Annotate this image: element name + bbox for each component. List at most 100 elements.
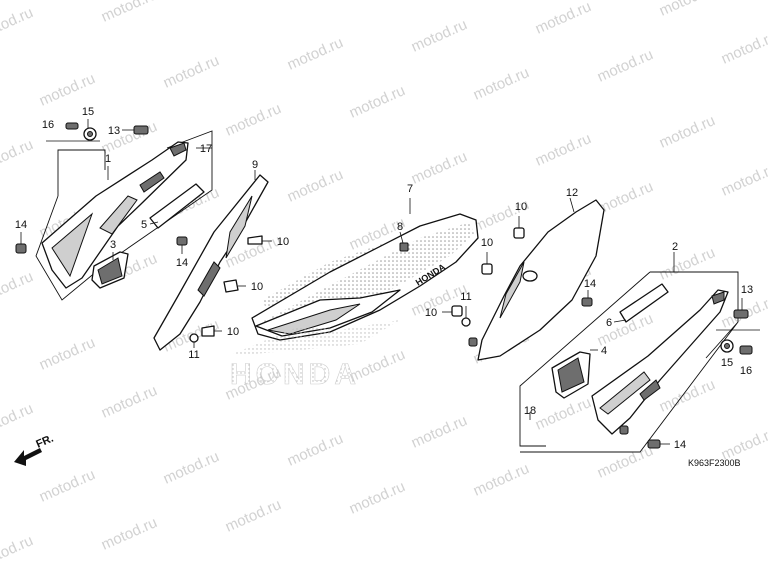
left-rear-cover-inner <box>225 195 253 259</box>
front-direction-indicator: FR. <box>14 433 55 466</box>
watermark-text: motod.ru <box>0 4 36 44</box>
watermark-text: motod.ru <box>657 0 718 20</box>
right-side-cover-group <box>519 252 739 453</box>
watermark-text: motod.ru <box>409 16 470 56</box>
part-9-group <box>153 170 269 351</box>
callout-10e: 10 <box>515 201 527 213</box>
clip-right-lower <box>619 425 629 435</box>
callout-6: 6 <box>606 317 612 329</box>
watermark-text: motod.ru <box>0 532 36 572</box>
right-rear-cover-hole <box>522 270 538 282</box>
callout-15b: 15 <box>721 357 733 369</box>
left-cover-slot <box>139 171 165 193</box>
right-rear-bolt-14 <box>581 297 593 307</box>
watermark-text: motod.ru <box>595 46 656 86</box>
honda-wing <box>228 320 400 356</box>
left-cover-emblem <box>99 195 138 235</box>
callout-10a: 10 <box>277 236 289 248</box>
washer-15-right-hole <box>724 343 730 349</box>
watermark-text: motod.ru <box>99 118 160 158</box>
callout-labels: 16 15 13 1 17 5 14 3 9 10 14 10 11 10 7 … <box>15 106 753 451</box>
leader-8 <box>399 231 404 244</box>
watermark-text: motod.ru <box>223 100 284 140</box>
bolt-16-right <box>739 345 753 355</box>
bolt-14-right-lower <box>647 439 661 449</box>
part-12-group <box>442 197 605 361</box>
callout-15a: 15 <box>82 106 94 118</box>
clip-10-b <box>223 279 239 293</box>
seat-bolt-10 <box>481 263 493 275</box>
watermark-text: motod.ru <box>533 0 594 38</box>
watermark-text: motod.ru <box>347 82 408 122</box>
watermark-text: motod.ru <box>595 442 656 482</box>
watermark-text: motod.ru <box>657 112 718 152</box>
left-rear-cover-stripe <box>197 261 221 297</box>
watermark-text: motod.ru <box>657 376 718 416</box>
watermark-text: motod.ru <box>719 28 768 68</box>
watermark-text: motod.ru <box>471 460 532 500</box>
callout-13a: 13 <box>108 125 120 137</box>
watermark-text: motod.ru <box>37 466 98 506</box>
diagram-code: K963F2300B <box>688 458 741 468</box>
watermark-text: motod.ru <box>0 400 36 440</box>
watermark-text: motod.ru <box>37 70 98 110</box>
watermark-text: motod.ru <box>161 448 222 488</box>
watermark-text: motod.ru <box>99 382 160 422</box>
watermark-text: motod.ru <box>285 430 346 470</box>
callout-2: 2 <box>672 241 678 253</box>
watermark-text: motod.ru <box>409 412 470 452</box>
callout-10f: 10 <box>425 307 437 319</box>
watermark-text: motod.ru <box>285 166 346 206</box>
right-rear-side-cover <box>477 199 605 361</box>
front-arrow-icon <box>14 448 42 466</box>
clip-10-d <box>513 227 525 239</box>
watermark-text: motod.ru <box>719 160 768 200</box>
left-hardware-group <box>15 119 149 254</box>
watermark-text: motod.ru <box>471 64 532 104</box>
callout-17: 17 <box>200 143 212 155</box>
callout-7: 7 <box>407 183 413 195</box>
clip-10-c <box>201 325 215 337</box>
callout-18: 18 <box>524 405 536 417</box>
right-rear-cover-edge <box>499 261 525 319</box>
callout-16b: 16 <box>740 365 752 377</box>
callout-12: 12 <box>566 187 578 199</box>
callout-14a: 14 <box>15 219 27 231</box>
honda-logo-text: HONDA <box>230 358 360 391</box>
clip-10-e <box>451 305 463 317</box>
left-rear-bolt <box>176 236 188 246</box>
watermark-text: motod.ru <box>161 52 222 92</box>
leader-5 <box>149 221 159 225</box>
callout-10c: 10 <box>227 326 239 338</box>
callout-8: 8 <box>397 221 403 233</box>
leader-12 <box>569 197 575 213</box>
bracket-right-assembly <box>519 271 739 453</box>
left-rubber-strip <box>149 183 205 229</box>
bolt-16-left <box>65 122 79 130</box>
right-mark-plate-fill <box>557 357 585 393</box>
watermark-text: motod.ru <box>0 268 36 308</box>
right-cover-slot <box>639 379 661 401</box>
left-clips-group <box>201 235 272 337</box>
callout-3: 3 <box>110 239 116 251</box>
callout-10d: 10 <box>481 237 493 249</box>
watermark-text: motod.ru <box>533 394 594 434</box>
watermark-text: motod.ru <box>285 34 346 74</box>
left-mark-plate-fill <box>97 257 123 285</box>
bolt-13-left <box>133 125 149 135</box>
callout-14b: 14 <box>176 257 188 269</box>
watermark-text: motod.ru <box>533 130 594 170</box>
leader-6 <box>613 319 627 323</box>
watermark-text: motod.ru <box>0 136 36 176</box>
bolt-13-right <box>733 309 749 319</box>
callout-4: 4 <box>601 345 607 357</box>
bolt-14-left <box>15 243 27 254</box>
left-side-cover-group <box>35 130 213 301</box>
watermark-text: motod.ru <box>409 148 470 188</box>
left-cover-edge <box>51 212 94 278</box>
clip-10-e-base <box>468 337 478 347</box>
watermark-text: motod.ru <box>99 0 160 26</box>
grommet-11-right <box>461 317 471 327</box>
callout-11b: 11 <box>460 291 471 303</box>
